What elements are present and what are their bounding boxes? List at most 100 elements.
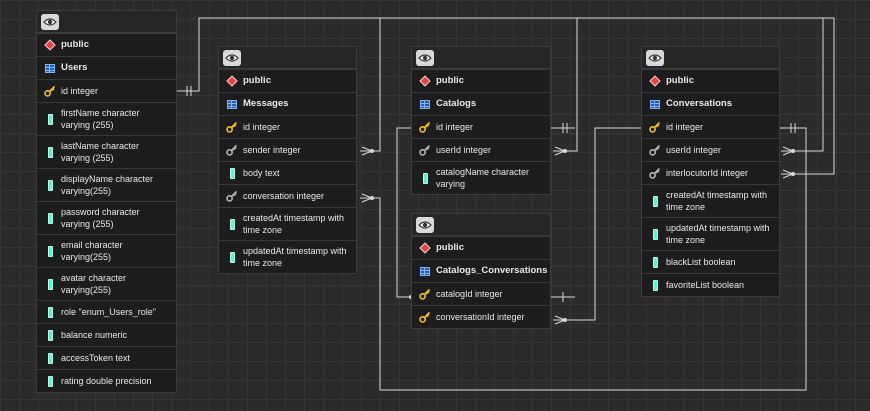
- column-row-label: favoriteList boolean: [666, 280, 745, 290]
- column-row[interactable]: createdAt timestamp with time zone: [642, 184, 779, 217]
- link-users-conversations-interlocutor: [793, 17, 835, 175]
- column-row[interactable]: userId integer: [642, 138, 779, 161]
- column-row[interactable]: updatedAt timestamp with time zone: [642, 217, 779, 250]
- column-icon: [418, 172, 432, 184]
- column-row-label: lastName character varying (255): [61, 141, 140, 163]
- column-icon: [225, 218, 239, 230]
- column-row-label: id integer: [436, 122, 474, 132]
- column-row-label: body text: [243, 168, 280, 178]
- column-row[interactable]: id integer: [37, 79, 176, 102]
- column-icon: [43, 329, 57, 341]
- primary-key-icon: [418, 288, 432, 300]
- visibility-toggle[interactable]: [642, 47, 779, 69]
- table-name[interactable]: Catalogs: [412, 92, 550, 115]
- table-icon: [43, 63, 57, 73]
- table-name-label: Catalogs_Conversations: [436, 265, 548, 276]
- column-row-label: blackList boolean: [666, 257, 736, 267]
- visibility-toggle[interactable]: [412, 47, 550, 69]
- column-icon: [648, 195, 662, 207]
- column-icon: [225, 251, 239, 263]
- column-row[interactable]: conversation integer: [219, 184, 356, 207]
- column-row[interactable]: id integer: [219, 115, 356, 138]
- schema-name-label: public: [61, 39, 89, 50]
- column-row[interactable]: catalogId integer: [412, 282, 550, 305]
- eye-icon[interactable]: [41, 13, 59, 30]
- column-row[interactable]: role "enum_Users_role": [37, 300, 176, 323]
- column-icon: [43, 375, 57, 387]
- column-row[interactable]: interlocutorId integer: [642, 161, 779, 184]
- column-row-label: id integer: [666, 122, 704, 132]
- foreign-key-icon: [648, 144, 662, 156]
- column-row-label: createdAt timestamp with time zone: [666, 190, 768, 212]
- column-row[interactable]: userId integer: [412, 138, 550, 161]
- column-row[interactable]: accessToken text: [37, 346, 176, 369]
- primary-key-icon: [418, 121, 432, 133]
- column-row[interactable]: avatar character varying(255): [37, 267, 176, 300]
- column-row[interactable]: id integer: [412, 115, 550, 138]
- column-row[interactable]: body text: [219, 161, 356, 184]
- table-name[interactable]: Conversations: [642, 92, 779, 115]
- table-name[interactable]: Catalogs_Conversations: [412, 259, 550, 282]
- column-icon: [43, 245, 57, 257]
- column-row[interactable]: conversationId integer: [412, 305, 550, 328]
- eye-icon[interactable]: [416, 216, 434, 233]
- eye-icon[interactable]: [223, 49, 241, 66]
- column-row-label: rating double precision: [61, 376, 152, 386]
- link-users-catalogs-userid: [199, 17, 578, 152]
- link-conversations-catcon: [565, 127, 641, 321]
- column-icon: [43, 179, 57, 191]
- primary-key-icon: [43, 85, 57, 97]
- column-row[interactable]: email character varying(255): [37, 234, 176, 267]
- column-icon: [43, 146, 57, 158]
- column-row[interactable]: updatedAt timestamp with time zone: [219, 240, 356, 273]
- visibility-toggle[interactable]: [37, 11, 176, 33]
- column-row[interactable]: sender integer: [219, 138, 356, 161]
- schema-name[interactable]: public: [412, 69, 550, 92]
- column-row[interactable]: catalogName character varying: [412, 161, 550, 194]
- schema-name[interactable]: public: [412, 236, 550, 259]
- column-row-label: catalogName character varying: [436, 167, 530, 189]
- column-row[interactable]: balance numeric: [37, 323, 176, 346]
- column-icon: [648, 228, 662, 240]
- column-row[interactable]: id integer: [642, 115, 779, 138]
- column-row[interactable]: favoriteList boolean: [642, 273, 779, 296]
- schema-icon: [418, 75, 432, 87]
- primary-key-icon: [225, 121, 239, 133]
- column-row-label: avatar character varying(255): [61, 273, 127, 295]
- schema-name[interactable]: public: [642, 69, 779, 92]
- column-row[interactable]: lastName character varying (255): [37, 135, 176, 168]
- table-name-label: Catalogs: [436, 98, 477, 109]
- schema-name[interactable]: public: [37, 33, 176, 56]
- visibility-toggle[interactable]: [219, 47, 356, 69]
- table-name-label: Users: [61, 62, 88, 73]
- column-icon: [648, 279, 662, 291]
- column-row[interactable]: blackList boolean: [642, 250, 779, 273]
- visibility-toggle[interactable]: [412, 214, 550, 236]
- table-icon: [418, 266, 432, 276]
- column-row[interactable]: displayName character varying(255): [37, 168, 176, 201]
- table-icon: [418, 99, 432, 109]
- column-icon: [648, 256, 662, 268]
- column-row[interactable]: rating double precision: [37, 369, 176, 392]
- schema-name[interactable]: public: [219, 69, 356, 92]
- foreign-key-icon: [648, 167, 662, 179]
- column-row-label: conversationId integer: [436, 312, 525, 322]
- eye-icon[interactable]: [646, 49, 664, 66]
- table-name[interactable]: Messages: [219, 92, 356, 115]
- table-icon: [648, 99, 662, 109]
- column-row-label: email character varying(255): [61, 240, 123, 262]
- column-row[interactable]: password character varying (255): [37, 201, 176, 234]
- column-row[interactable]: createdAt timestamp with time zone: [219, 207, 356, 240]
- eye-icon[interactable]: [416, 49, 434, 66]
- schema-icon: [225, 75, 239, 87]
- column-row[interactable]: firstName character varying (255): [37, 102, 176, 135]
- link-users-conversations-userid: [577, 17, 824, 152]
- schema-icon: [648, 75, 662, 87]
- table-name[interactable]: Users: [37, 56, 176, 79]
